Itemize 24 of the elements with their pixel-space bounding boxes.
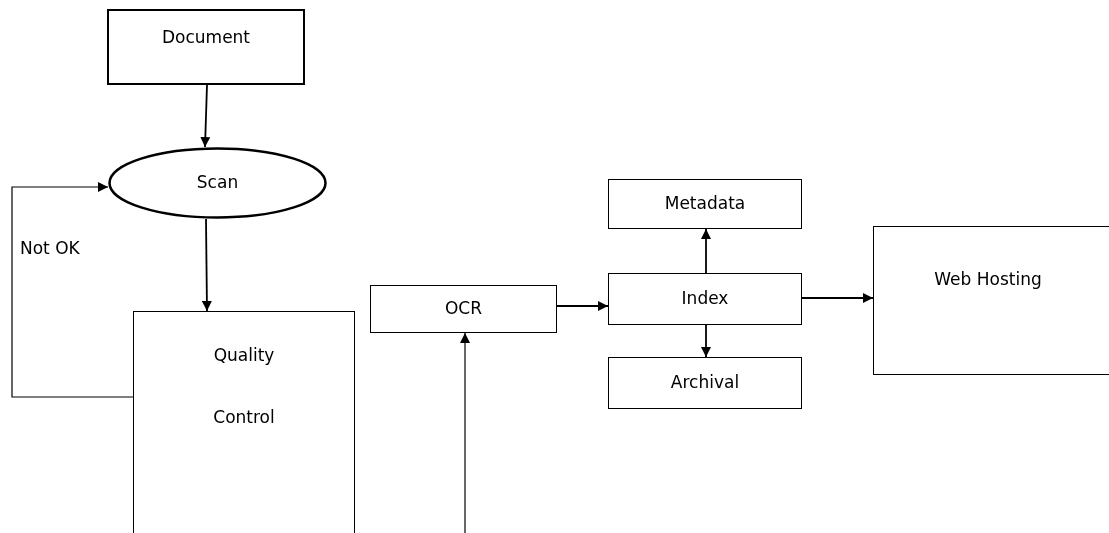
arrow xyxy=(701,324,711,358)
arrow xyxy=(201,218,212,312)
node-label: OCR xyxy=(444,297,483,321)
process-box xyxy=(608,357,802,409)
process-box xyxy=(608,273,802,325)
arrow xyxy=(801,293,874,303)
node-label: Document xyxy=(161,26,251,49)
arrow xyxy=(460,332,470,533)
node-label: Web Hosting xyxy=(934,268,1042,291)
arrow xyxy=(701,228,711,274)
process-box xyxy=(370,285,557,333)
process-box xyxy=(873,226,1109,375)
node-label: Scan xyxy=(196,171,239,195)
process-box xyxy=(107,9,305,85)
arrow xyxy=(200,84,211,148)
node-label: Archival xyxy=(670,371,740,395)
process-box xyxy=(608,179,802,229)
node-label: Index xyxy=(681,287,729,311)
node-label: Quality Control xyxy=(213,344,275,429)
arrow xyxy=(11,182,134,398)
arrow xyxy=(556,301,609,311)
process-box xyxy=(133,311,355,533)
node-label: Metadata xyxy=(664,192,746,216)
process-ellipse xyxy=(108,147,327,219)
